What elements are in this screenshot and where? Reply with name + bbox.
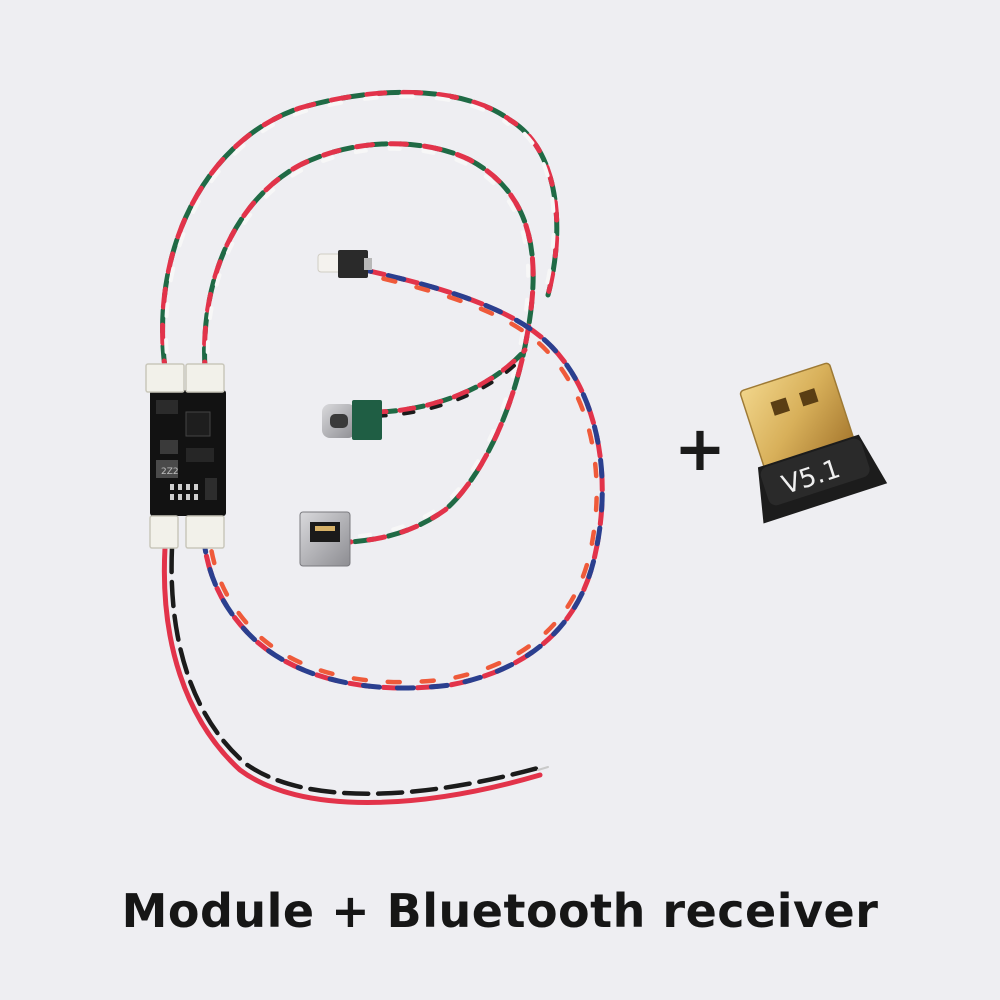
cable-left-loop <box>160 89 560 371</box>
plus-sign: + <box>674 412 726 485</box>
board-marking: 2Z2 <box>161 467 179 477</box>
cable-switch <box>202 267 605 691</box>
cable-typec <box>377 347 528 418</box>
bluetooth-dongle: V5.1 <box>739 362 888 524</box>
cable-power <box>161 545 549 805</box>
caption: Module + Bluetooth receiver <box>121 884 879 938</box>
cable-inner-loop <box>202 141 536 545</box>
pcb-module: 2Z2 <box>150 390 226 516</box>
typec-connector <box>322 400 382 440</box>
jst-connectors <box>145 363 225 549</box>
usb-a-female <box>299 511 351 567</box>
push-switch <box>317 250 372 278</box>
